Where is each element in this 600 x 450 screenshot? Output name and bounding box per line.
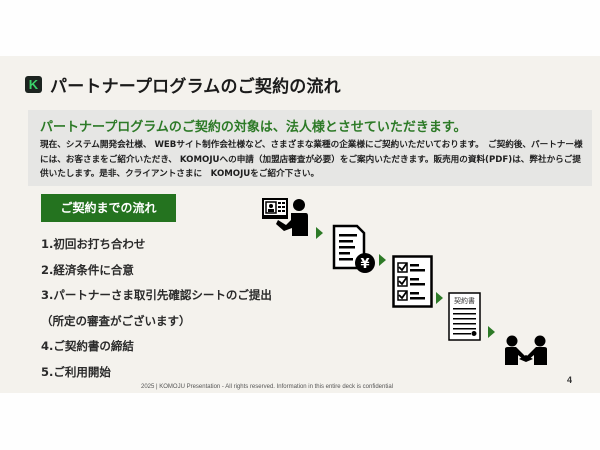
flow-arrow-icon <box>488 326 495 338</box>
flow-step: 5.ご利用開始 <box>41 364 111 379</box>
invoice-yen-icon: ¥ <box>332 224 375 273</box>
flow-arrow-icon <box>436 292 443 304</box>
flow-step-note: （所定の審査がございます） <box>41 313 191 328</box>
info-headline: パートナープログラムのご契約の対象は、法人様とさせていただきます。 <box>40 120 467 135</box>
flow-step: 1.初回お打ち合わせ <box>41 237 146 251</box>
page-title: パートナープログラムのご契約の流れ <box>50 77 341 97</box>
info-box: パートナープログラムのご契約の対象は、法人様とさせていただきます。 現在、システ… <box>28 110 592 186</box>
logo-letter: K <box>28 77 39 92</box>
flow-steps: 1.初回お打ち合わせ 2.経済条件に合意 3.パートナーさま取引先確認シートのご… <box>41 232 272 385</box>
komoju-logo-icon: K <box>25 76 42 93</box>
online-meeting-icon <box>262 198 308 236</box>
svg-text:契約書: 契約書 <box>454 296 475 305</box>
flow-step: 2.経済条件に合意 <box>41 262 134 277</box>
flow-step: 3.パートナーさま取引先確認シートのご提出 <box>41 288 272 302</box>
info-body: 現在、システム開発会社様、 WEBサイト制作会社様など、さまざまな業種の企業様に… <box>40 140 583 179</box>
contract-document-icon: 契約書 <box>448 292 481 341</box>
flow-label: ご契約までの流れ <box>41 194 176 222</box>
slide: K パートナープログラムのご契約の流れ パートナープログラムのご契約の対象は、法… <box>0 56 600 393</box>
page-number: 4 <box>567 375 573 385</box>
handshake-icon <box>505 335 547 365</box>
flow-arrow-icon <box>379 254 386 266</box>
footer-text: 2025 | KOMOJU Presentation - All rights … <box>141 384 394 390</box>
checklist-icon <box>392 255 433 308</box>
flow-arrow-icon <box>316 227 323 239</box>
flow-step: 4.ご契約書の締結 <box>41 339 134 353</box>
svg-text:¥: ¥ <box>360 257 369 272</box>
